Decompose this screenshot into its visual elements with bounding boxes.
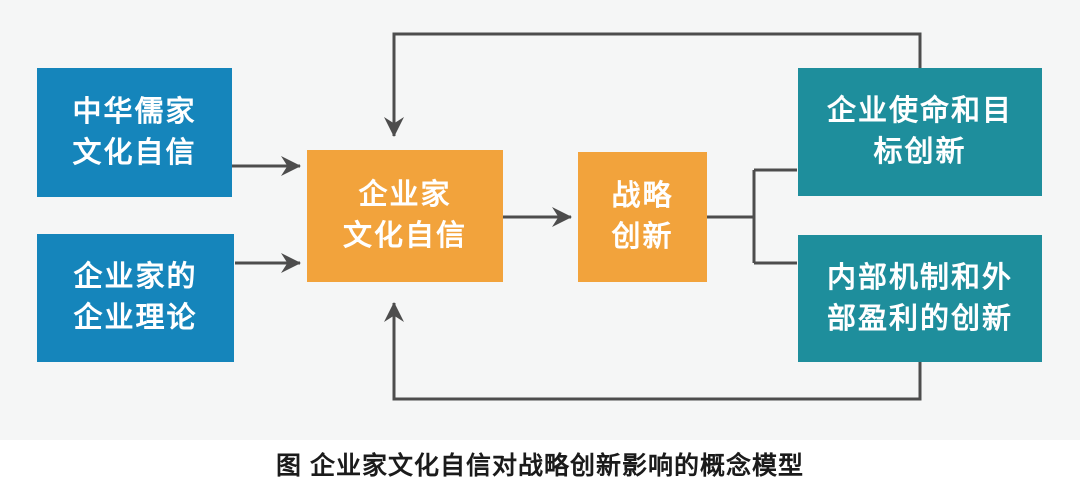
node-strategic-innovation: 战略 创新: [578, 152, 707, 282]
node-strategic-innovation-label: 战略 创新: [611, 180, 674, 253]
node-entrepreneur-theory: 企业家的 企业理论: [37, 234, 234, 362]
node-mission-goal-innovation-label: 企业使命和目 标创新: [826, 95, 1013, 168]
node-entrepreneur-theory-label: 企业家的 企业理论: [73, 261, 198, 334]
node-entrepreneur-culture-confidence-label: 企业家 文化自信: [342, 179, 467, 252]
diagram-background: [0, 0, 1080, 440]
node-internal-external-innovation: 内部机制和外 部盈利的创新: [798, 235, 1042, 362]
node-mission-goal-innovation: 企业使命和目 标创新: [798, 68, 1042, 196]
node-confucian-culture: 中华儒家 文化自信: [37, 68, 232, 197]
figure-caption: 图 企业家文化自信对战略创新影响的概念模型: [276, 452, 804, 480]
node-confucian-culture-label: 中华儒家 文化自信: [72, 95, 197, 169]
node-entrepreneur-culture-confidence: 企业家 文化自信: [307, 150, 503, 282]
node-internal-external-innovation-label: 内部机制和外 部盈利的创新: [826, 261, 1013, 335]
